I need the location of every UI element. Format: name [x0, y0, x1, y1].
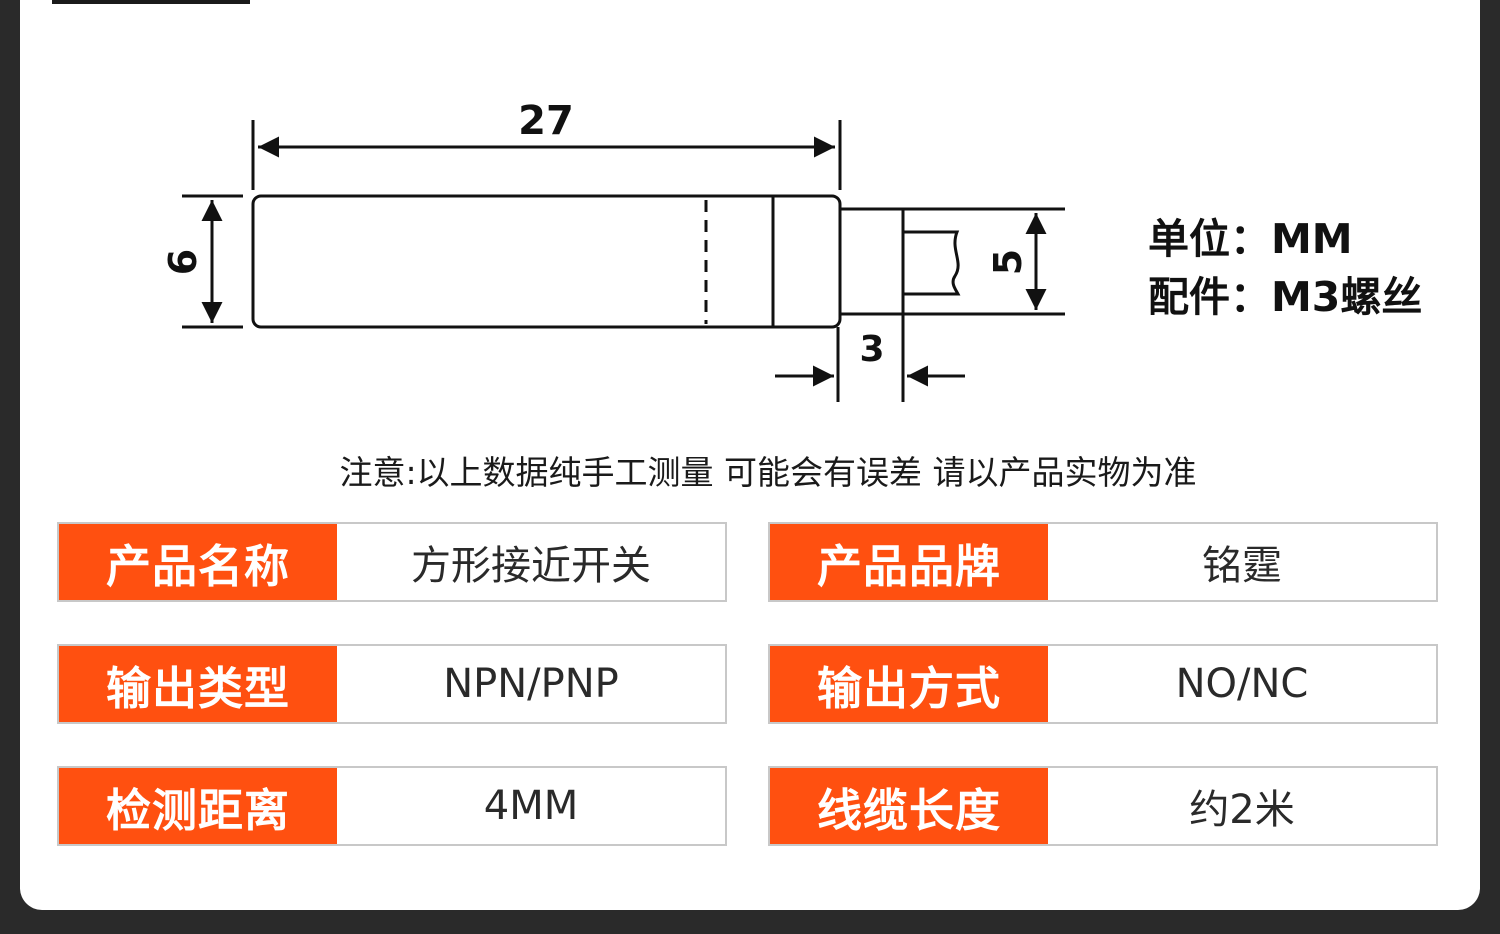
unit-text: 单位：MM — [1148, 215, 1353, 263]
spec-value: NO/NC — [1175, 661, 1309, 707]
spec-value: 铭霆 — [1202, 543, 1282, 589]
measurement-note: 注意:以上数据纯手工测量 可能会有误差 请以产品实物为准 — [339, 453, 1197, 492]
spec-output-type: 输出类型 NPN/PNP — [57, 644, 727, 724]
cable-break-line — [903, 230, 961, 296]
accessory-text: 配件：M3螺丝 — [1148, 273, 1423, 321]
spec-product-name: 产品名称 方形接近开关 — [57, 522, 727, 602]
spec-output-mode: 输出方式 NO/NC — [768, 644, 1438, 724]
spec-label: 输出类型 — [59, 646, 337, 722]
spec-brand: 产品品牌 铭霆 — [768, 522, 1438, 602]
sensor-body-outline — [251, 194, 842, 329]
unit-info: 单位：MM 配件：M3螺丝 — [1148, 210, 1422, 326]
spec-label: 产品品牌 — [770, 524, 1048, 600]
spec-value: NPN/PNP — [443, 661, 619, 707]
dim-5-label: 5 — [986, 249, 1030, 275]
spec-detection-distance: 检测距离 4MM — [57, 766, 727, 846]
dim-3-label: 3 — [859, 329, 884, 370]
spec-label: 线缆长度 — [770, 768, 1048, 844]
spec-value: 方形接近开关 — [411, 543, 651, 589]
dim-6-label: 6 — [161, 249, 205, 275]
dim-27-label: 27 — [518, 98, 574, 144]
top-decoration-bar — [52, 0, 250, 4]
spec-label: 产品名称 — [59, 524, 337, 600]
spec-cable-length: 线缆长度 约2米 — [768, 766, 1438, 846]
spec-label: 检测距离 — [59, 768, 337, 844]
spec-label: 输出方式 — [770, 646, 1048, 722]
spec-value: 4MM — [483, 783, 579, 829]
spec-value: 约2米 — [1189, 787, 1295, 833]
